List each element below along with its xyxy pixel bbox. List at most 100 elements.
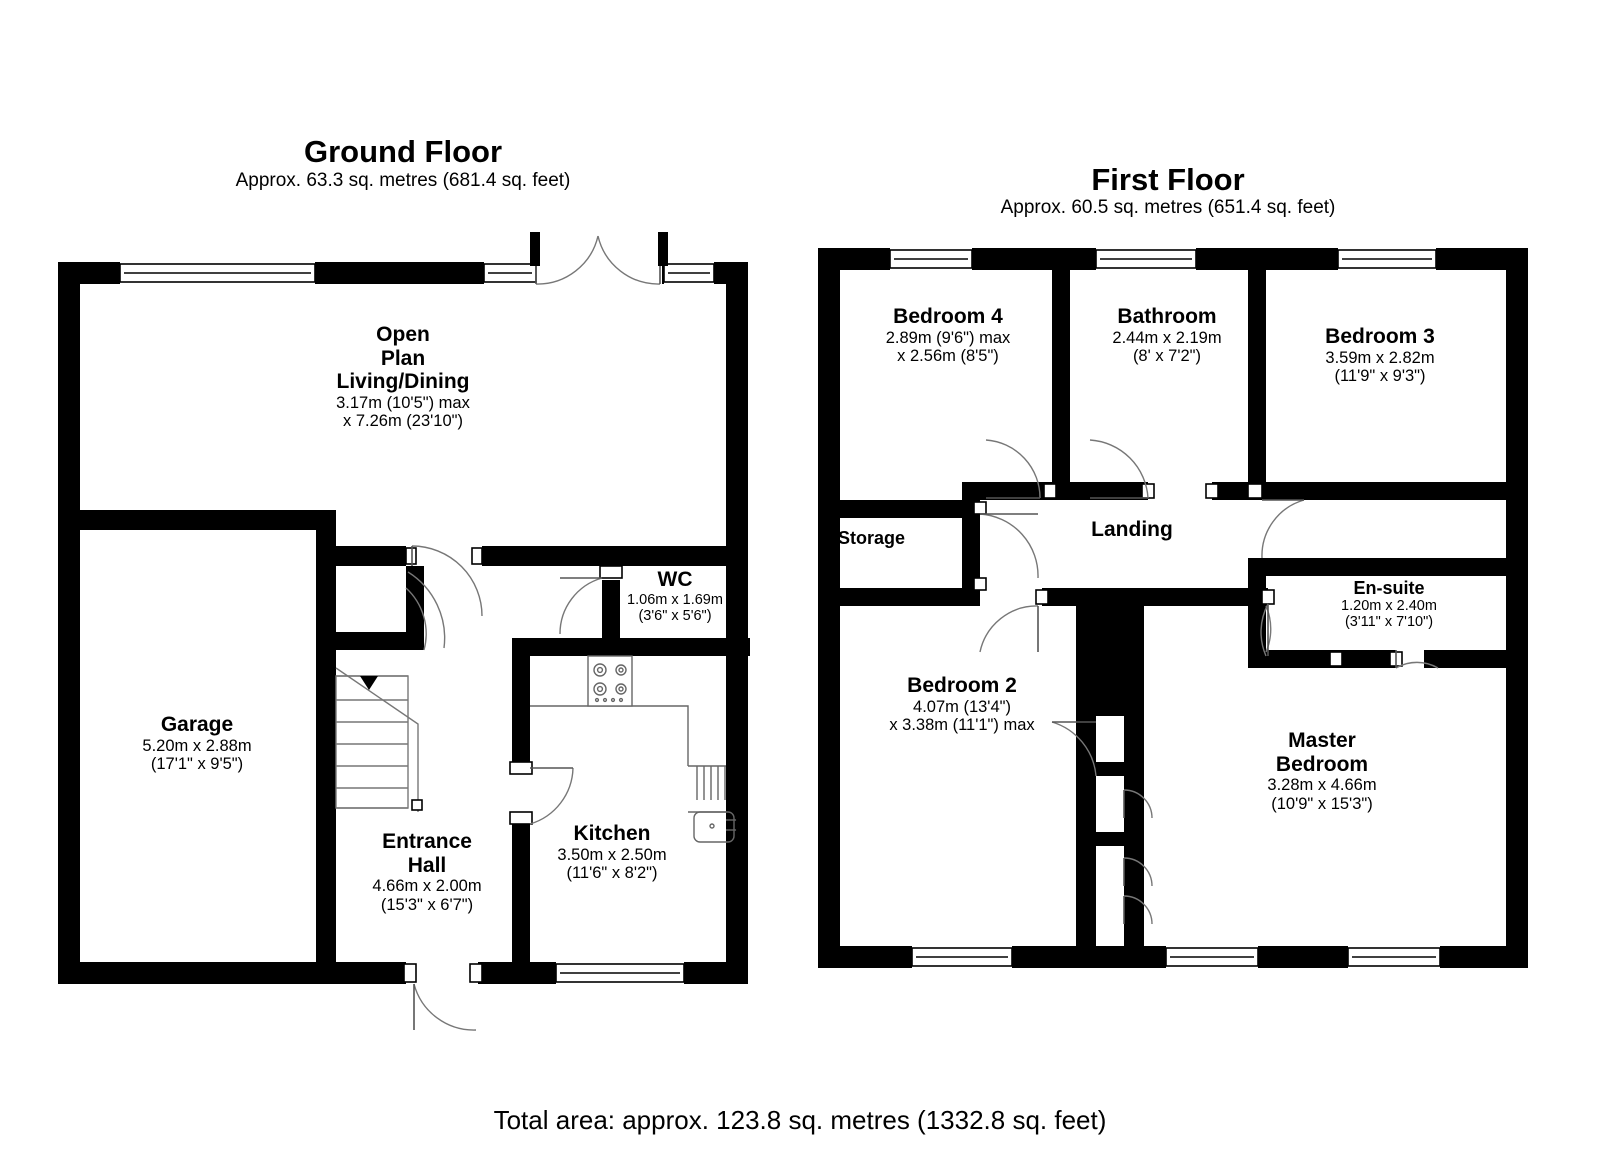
room-name-open-plan-3: Living/Dining xyxy=(336,370,470,394)
ground-wall-wc-bottom xyxy=(512,638,750,656)
door-arc-ensuite xyxy=(1395,661,1439,669)
room-dim-kitchen-2: (11'6" x 8'2") xyxy=(566,863,658,882)
ground-wall-right xyxy=(726,262,748,984)
first-stairwell-block xyxy=(1076,590,1144,716)
ground-floor-drawing xyxy=(58,232,750,1031)
stair-direction-arrow-icon xyxy=(360,676,378,690)
room-name-wc: WC xyxy=(657,568,693,591)
room-label-open-plan: Open Plan Living/Dining 3.17m (10'5") ma… xyxy=(303,323,503,430)
first-wall-stair-left-3 xyxy=(1076,846,1096,946)
room-label-kitchen: Kitchen 3.50m x 2.50m (11'6" x 8'2") xyxy=(517,822,707,882)
ground-floor-subtitle: Approx. 63.3 sq. metres (681.4 sq. feet) xyxy=(235,170,571,191)
door-jamb-bed2 xyxy=(1035,589,1049,605)
stair-newel-post xyxy=(411,799,423,811)
room-name-bedroom-3: Bedroom 3 xyxy=(1325,325,1435,348)
first-wall-storage-right xyxy=(962,500,980,588)
first-wall-bed3-bottom xyxy=(1266,482,1528,500)
room-name-bedroom-2: Bedroom 2 xyxy=(907,674,1017,697)
ground-wall-wc-left xyxy=(602,566,620,656)
room-dim-bed3-2: (11'9" x 9'3") xyxy=(1334,366,1426,385)
door-arc-bed2 xyxy=(979,605,1039,653)
door-jamb-front-right xyxy=(469,963,483,983)
room-name-open-plan-2: Plan xyxy=(380,346,426,370)
door-jamb-kitchen-top xyxy=(509,761,533,775)
first-wall-stair-cross-1 xyxy=(1076,762,1144,776)
room-dim-bed4-1: 2.89m (9'6") max xyxy=(885,328,1011,347)
ground-wall-garage-top xyxy=(58,510,334,530)
room-dim-open-plan-1: 3.17m (10'5") max xyxy=(336,393,470,412)
room-dim-bed4-2: x 2.56m (8'5") xyxy=(897,346,999,365)
door-arc-cupboard-2 xyxy=(1123,789,1153,819)
room-label-master-bedroom: Master Bedroom 3.28m x 4.66m (10'9" x 15… xyxy=(1222,729,1422,813)
room-dim-hall-1: 4.66m x 2.00m xyxy=(372,877,482,896)
door-arc-wc xyxy=(559,577,603,635)
door-arc-storage xyxy=(979,513,1039,579)
ground-wall-garage-right xyxy=(316,510,336,984)
first-wall-ensuite-bottom-r xyxy=(1424,650,1528,668)
room-label-bathroom: Bathroom 2.44m x 2.19m (8' x 7'2") xyxy=(1072,305,1262,365)
room-label-entrance-hall: Entrance Hall 4.66m x 2.00m (15'3" x 6'7… xyxy=(327,830,527,914)
first-wall-bed4-bath xyxy=(1052,248,1070,498)
room-dim-garage-1: 5.20m x 2.88m xyxy=(142,736,252,755)
room-name-landing: Landing xyxy=(1091,518,1173,541)
door-arc-hall-living xyxy=(411,545,483,617)
door-jamb-wc xyxy=(599,565,623,579)
room-dim-ensuite-1: 1.20m x 2.40m xyxy=(1341,598,1437,615)
first-floor-subtitle: Approx. 60.5 sq. metres (651.4 sq. feet) xyxy=(1000,197,1336,218)
room-name-kitchen: Kitchen xyxy=(573,822,651,845)
room-label-garage: Garage 5.20m x 2.88m (17'1" x 9'5") xyxy=(97,713,297,773)
door-jamb-bath-right xyxy=(1205,483,1219,499)
door-jamb-ensuite-1 xyxy=(1329,651,1343,667)
first-wall-stair-right xyxy=(1124,716,1144,946)
door-jamb-kitchen-bottom xyxy=(509,811,533,825)
door-arc-hall-garage xyxy=(405,587,427,651)
hob-icon xyxy=(587,655,633,707)
french-door-jamb-left xyxy=(530,232,540,266)
first-wall-stair-cross-2 xyxy=(1076,832,1144,846)
first-wall-landing-left xyxy=(818,588,980,606)
door-arc-cupboard-4 xyxy=(1123,895,1153,925)
room-dim-bath-1: 2.44m x 2.19m xyxy=(1112,328,1222,347)
door-arc-master-2 xyxy=(1260,603,1269,657)
room-dim-bed2-1: 4.07m (13'4") xyxy=(913,697,1011,716)
room-dim-bed2-2: x 3.38m (11'1") max xyxy=(889,715,1035,734)
door-arc-hall-inner xyxy=(407,571,446,649)
room-name-master-2: Bedroom xyxy=(1275,752,1369,776)
first-wall-stair-left-2 xyxy=(1076,776,1096,836)
ground-wall-left xyxy=(58,262,80,984)
room-dim-hall-2: (15'3" x 6'7") xyxy=(380,895,474,914)
total-area-text: Total area: approx. 123.8 sq. metres (13… xyxy=(493,1105,1107,1135)
room-name-open-plan-1: Open xyxy=(376,323,430,346)
first-wall-ensuite-top xyxy=(1248,558,1528,576)
door-arc-french-right xyxy=(597,235,661,285)
first-wall-bed4-bottom xyxy=(962,482,1070,500)
first-floor-title: First Floor xyxy=(1091,162,1245,197)
ground-french-door-gap xyxy=(536,258,662,284)
ground-wall-hall-stub2 xyxy=(336,632,424,650)
room-label-wc: WC 1.06m x 1.69m (3'6" x 5'6") xyxy=(605,568,745,624)
room-dim-open-plan-2: x 7.26m (23'10") xyxy=(343,412,463,431)
door-arc-bed4 xyxy=(985,439,1041,499)
room-dim-bed3-1: 3.59m x 2.82m xyxy=(1325,348,1435,367)
first-wall-storage-top xyxy=(818,500,980,518)
first-wall-bath-bottom-left xyxy=(1070,482,1148,500)
door-jamb-master xyxy=(1261,589,1275,605)
room-label-storage: Storage xyxy=(838,528,1028,548)
door-jamb-storage-top xyxy=(973,501,987,515)
drainer-icon xyxy=(696,766,726,800)
room-name-hall-2: Hall xyxy=(407,853,447,877)
door-arc-front-entry xyxy=(413,983,477,1031)
first-floor-drawing xyxy=(818,248,1528,968)
kitchen-fixtures xyxy=(530,655,742,843)
door-arc-bathroom xyxy=(1089,439,1149,499)
door-arc-bed3 xyxy=(1261,499,1305,559)
first-wall-right xyxy=(1506,248,1528,968)
room-dim-wc-1: 1.06m x 1.69m xyxy=(627,591,723,608)
ground-wall-hall-stub xyxy=(406,566,424,650)
room-label-en-suite: En-suite 1.20m x 2.40m (3'11" x 7'10") xyxy=(1294,578,1484,631)
sink-icon xyxy=(693,811,735,843)
room-label-landing: Landing xyxy=(1037,518,1227,542)
room-name-garage: Garage xyxy=(160,713,234,736)
